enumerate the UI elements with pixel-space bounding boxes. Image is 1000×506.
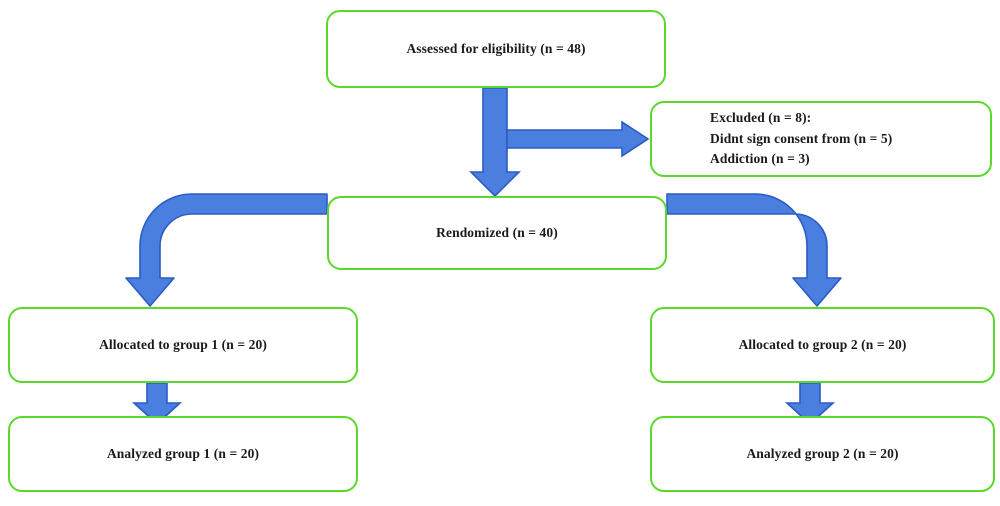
analyzed-group-2-box[interactable]: Analyzed group 2 (n = 20): [650, 416, 995, 492]
analyzed-group-2-label: Analyzed group 2 (n = 20): [746, 445, 899, 461]
excluded-box[interactable]: Excluded (n = 8): Didnt sign consent fro…: [650, 101, 992, 177]
allocated-group-1-label: Allocated to group 1 (n = 20): [99, 336, 267, 352]
assessed-for-eligibility-label: Assessed for eligibility (n = 48): [406, 40, 586, 56]
arrow-allocated-1-to-analyzed-1: [131, 382, 183, 426]
allocated-group-2-label: Allocated to group 2 (n = 20): [738, 336, 907, 352]
elbow-arrow-randomized-to-group-1: [125, 193, 328, 307]
randomized-box[interactable]: Rendomized (n = 40): [327, 196, 667, 270]
assessed-for-eligibility-box[interactable]: Assessed for eligibility (n = 48): [326, 10, 666, 88]
arrow-assessed-to-randomized: [469, 87, 521, 198]
analyzed-group-1-box[interactable]: Analyzed group 1 (n = 20): [8, 416, 358, 492]
arrow-assessed-to-excluded: [506, 120, 650, 158]
randomized-label: Rendomized (n = 40): [436, 224, 558, 240]
excluded-label: Excluded (n = 8): Didnt sign consent fro…: [710, 110, 893, 167]
analyzed-group-1-label: Analyzed group 1 (n = 20): [106, 445, 260, 461]
arrow-allocated-2-to-analyzed-2: [784, 382, 836, 426]
elbow-arrow-randomized-to-group-2: [666, 193, 842, 307]
allocated-group-1-box[interactable]: Allocated to group 1 (n = 20): [8, 307, 358, 383]
allocated-group-2-box[interactable]: Allocated to group 2 (n = 20): [650, 307, 995, 383]
